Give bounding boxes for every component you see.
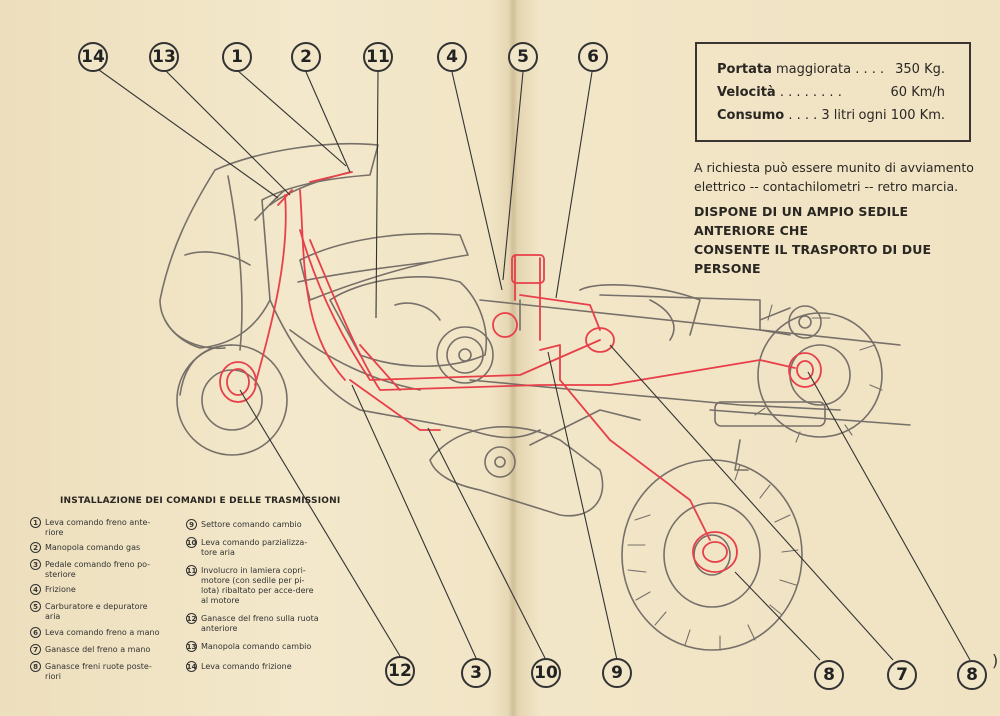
rear-wheel-left	[621, 459, 803, 651]
legend-number: 9	[186, 519, 197, 530]
legend-item: 12 Ganasce del freno sulla ruota anterior…	[186, 613, 319, 634]
legend-number: 7	[30, 644, 41, 655]
front-seat	[299, 232, 469, 301]
legend-number: 1	[30, 517, 41, 528]
legend-number: 6	[30, 627, 41, 638]
legend-text: Leva comando freno ante-riore	[45, 518, 151, 537]
legend-number: 2	[30, 542, 41, 553]
callout-13: 13	[149, 42, 179, 72]
legend-text: Leva comando freno a mano	[45, 628, 160, 637]
callout-1: 1	[222, 42, 252, 72]
spec-label: Consumo	[717, 108, 785, 123]
spec-label: Portata	[717, 62, 772, 77]
legend-number: 3	[30, 559, 41, 570]
legend-text: Manopola comando cambio	[201, 642, 312, 651]
legend-text: Leva comando frizione	[201, 662, 292, 671]
spec-label: Velocità	[717, 85, 776, 100]
legend-item: 13 Manopola comando cambio	[186, 641, 319, 652]
rear-brake-right	[788, 352, 822, 388]
spec-dots: . . . . 3 litri	[788, 108, 856, 123]
legend-number: 12	[186, 613, 197, 624]
edge-mark: )	[992, 651, 999, 670]
legend-item: 4 Frizione	[30, 584, 163, 595]
callout-10: 10	[531, 658, 561, 688]
callout-2: 2	[291, 42, 321, 72]
note-line: A richiesta può essere munito di avviame…	[694, 160, 974, 175]
legend-item: 1 Leva comando freno ante-riore	[30, 517, 163, 538]
legend-number: 13	[186, 641, 197, 652]
engine-cover	[329, 276, 488, 368]
legend-text: Ganasce del freno sulla ruota anteriore	[201, 614, 319, 633]
legend-text: Carburatore e depuratore aria	[45, 602, 148, 621]
spec-dots: maggiorata . . . .	[775, 62, 885, 77]
legend-item: 14 Leva comando frizione	[186, 661, 319, 672]
legend-item: 2 Manopola comando gas	[30, 542, 163, 553]
callout-12: 12	[385, 656, 415, 686]
legend-item: 9 Settore comando cambio	[186, 519, 319, 530]
seat-note: DISPONE DI UN AMPIO SEDILE ANTERIORE CHE…	[694, 202, 984, 278]
spec-velocita: Velocità . . . . . . . . 60 Km/h	[717, 81, 969, 104]
callout-6: 6	[578, 42, 608, 72]
legend-text: Settore comando cambio	[201, 520, 302, 529]
front-shield	[159, 142, 379, 349]
spec-value: ogni 100 Km.	[858, 108, 945, 123]
legend-number: 8	[30, 661, 41, 672]
transmission	[429, 426, 604, 517]
note-line: elettrico -- contachilometri -- retro ma…	[694, 179, 959, 194]
spec-value: 60 Km/h	[890, 85, 945, 100]
front-brake-shoes	[219, 361, 257, 403]
rear-wheel-right	[757, 312, 883, 438]
legend-text: Ganasce freni ruote poste-riori	[45, 662, 152, 681]
specs-box: Portata maggiorata . . . . 350 Kg. Veloc…	[695, 42, 971, 142]
legend-text: Ganasce del freno a mano	[45, 645, 151, 654]
legend-text: Pedale comando freno po-steriore	[45, 560, 151, 579]
legend-item: 6 Leva comando freno a mano	[30, 627, 163, 638]
legend-number: 5	[30, 601, 41, 612]
callout-7: 7	[887, 660, 917, 690]
spec-dots: . . . . . . . .	[779, 85, 842, 100]
spec-value: 350 Kg.	[895, 62, 945, 77]
rear-brake-left	[692, 531, 738, 573]
legend-text: Leva comando parzializza-tore aria	[201, 538, 308, 557]
note-bold-line: CONSENTE IL TRASPORTO DI DUE PERSONE	[694, 242, 932, 276]
legend-text: Manopola comando gas	[45, 543, 141, 552]
callout-14: 14	[78, 42, 108, 72]
legend-item: 5 Carburatore e depuratore aria	[30, 601, 163, 622]
callout-5: 5	[508, 42, 538, 72]
legend-number: 4	[30, 584, 41, 595]
legend-number: 11	[186, 565, 197, 576]
callout-9: 9	[602, 658, 632, 688]
note-bold-line: DISPONE DI UN AMPIO SEDILE ANTERIORE CHE	[694, 204, 909, 238]
callout-8-right: 8	[957, 660, 987, 690]
spec-portata: Portata maggiorata . . . . 350 Kg.	[717, 58, 969, 81]
legend-text: Involucro in lamiera copri-motore (con s…	[201, 566, 314, 605]
legend-left: 1 Leva comando freno ante-riore 2 Manopola…	[30, 517, 163, 682]
carburetor	[511, 254, 545, 284]
legend-number: 14	[186, 661, 197, 672]
legend-right: 9 Settore comando cambio 10 Leva comando p…	[186, 519, 319, 672]
legend-number: 10	[186, 537, 197, 548]
legend-item: 11 Involucro in lamiera copri-motore (con…	[186, 565, 319, 606]
legend-item: 7 Ganasce del freno a mano	[30, 644, 163, 655]
callout-4: 4	[437, 42, 467, 72]
callout-8: 8	[814, 660, 844, 690]
legend-text: Frizione	[45, 585, 76, 594]
legend-item: 10 Leva comando parzializza-tore aria	[186, 537, 319, 558]
callout-3: 3	[461, 658, 491, 688]
legend-item: 8 Ganasce freni ruote poste-riori	[30, 661, 163, 682]
legend-item: 3 Pedale comando freno po-steriore	[30, 559, 163, 580]
callout-11: 11	[363, 42, 393, 72]
spec-consumo: Consumo . . . . 3 litri ogni 100 Km.	[717, 104, 969, 127]
legend-title: INSTALLAZIONE DEI COMANDI E DELLE TRASMI…	[60, 496, 341, 506]
options-note: A richiesta può essere munito di avviame…	[694, 158, 984, 196]
page-fold	[508, 0, 518, 716]
